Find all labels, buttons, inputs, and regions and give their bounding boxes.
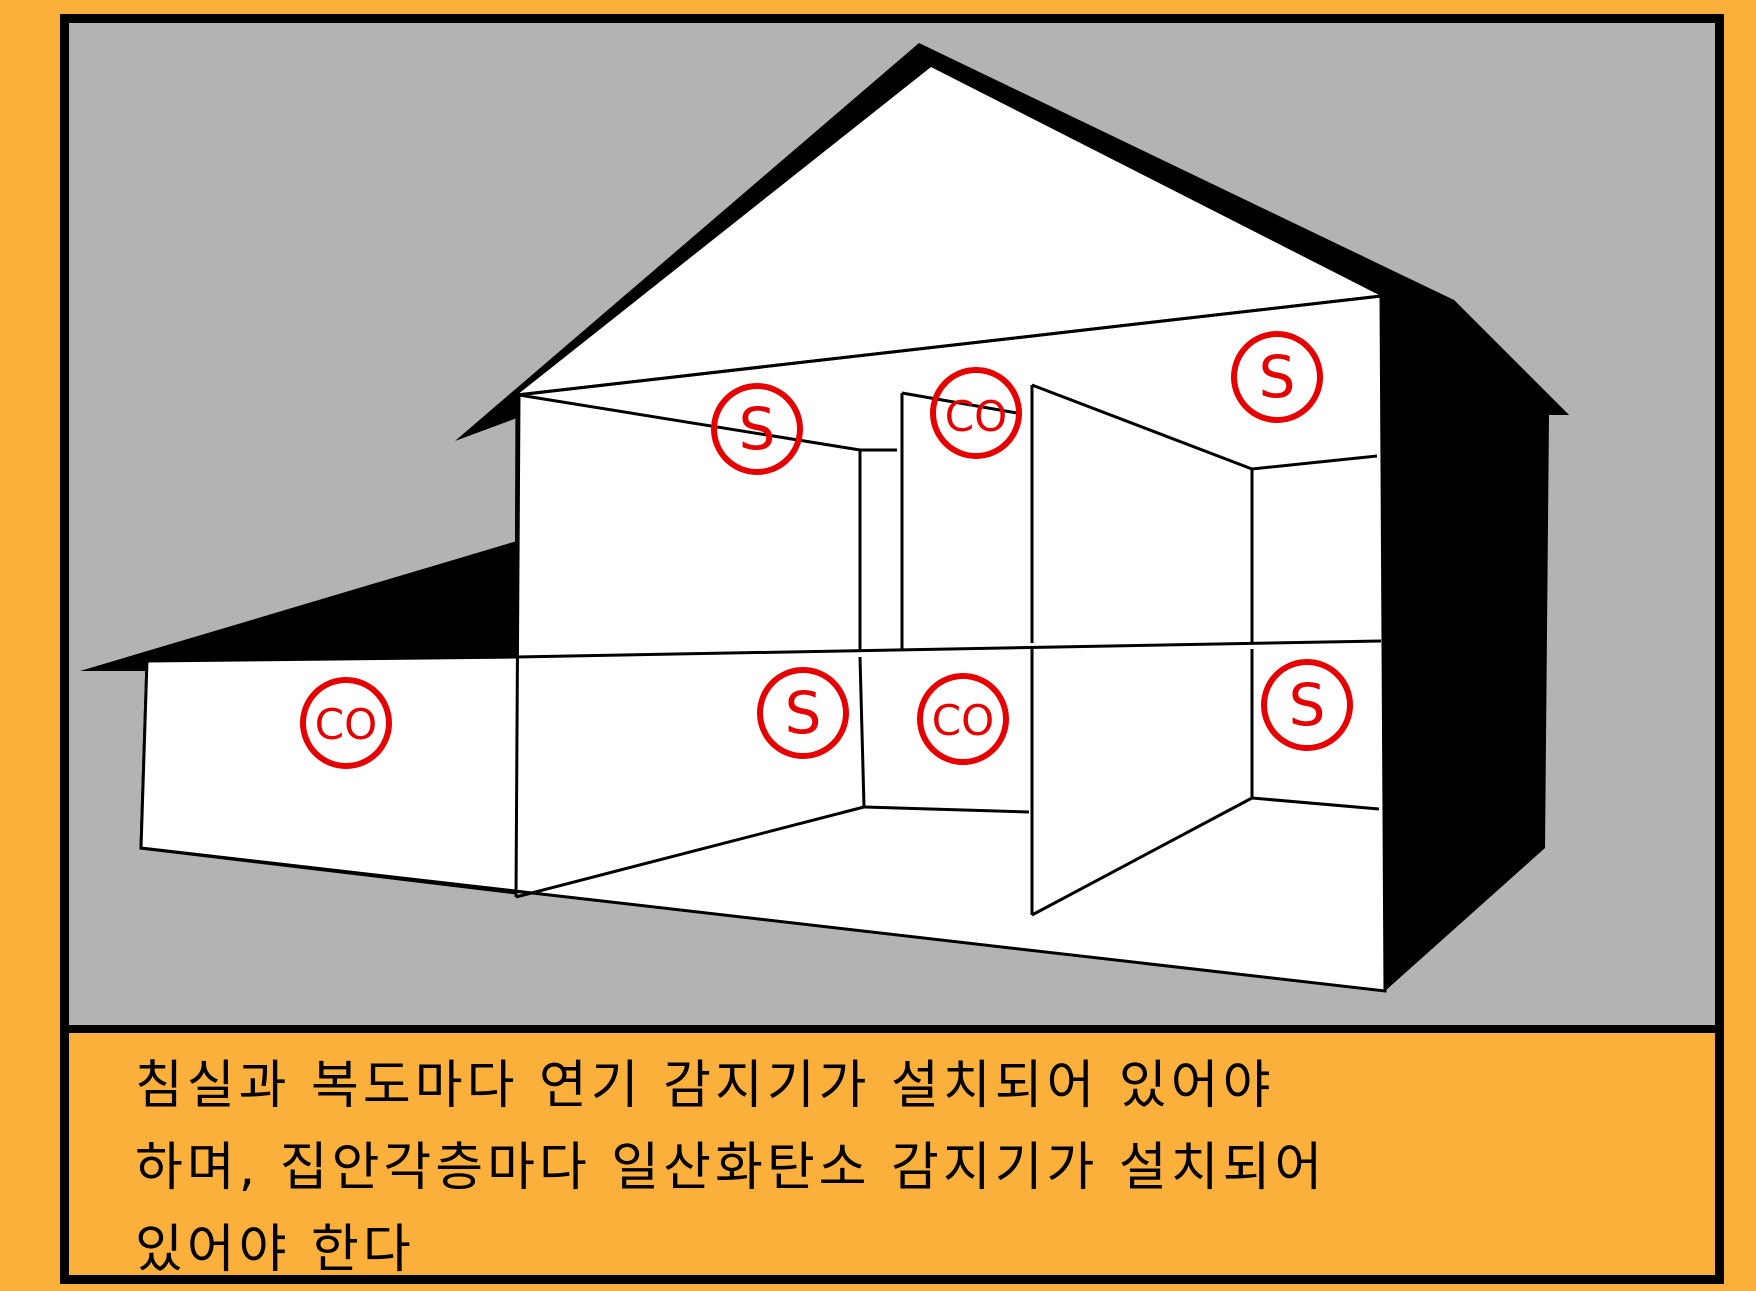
smoke-detector: S [757,667,849,759]
house-cutaway-scene: S CO S CO S CO [69,23,1715,1033]
smoke-detector: S [711,383,803,475]
lower-floor-mid [863,805,1030,814]
lower-wall-1 [858,656,866,808]
lower-floor-right [1031,796,1253,917]
caption-line-3: 있어야 한다 [135,1220,415,1280]
smoke-detector: S [1231,331,1323,423]
upper-ceiling-mid [901,391,1018,415]
co-detector: CO [300,677,392,769]
caption-text: 침실과 복도마다 연기 감지기가 설치되어 있어야 하며, 집안각층마다 일산화… [135,1045,1675,1291]
house-drawing: S CO S CO S CO [80,43,1569,993]
lower-floor-left [515,805,865,899]
right-side-wall [1381,286,1569,991]
svg-text:CO: CO [315,700,377,749]
svg-text:S: S [1289,671,1326,739]
attic-floor-line [516,294,1382,397]
co-detector: CO [930,367,1022,459]
illustration-frame: S CO S CO S CO [60,14,1724,1284]
svg-text:CO: CO [932,696,994,745]
floor-divider [515,639,1382,659]
svg-text:S: S [739,395,776,463]
svg-text:S: S [1259,343,1296,411]
caption-line-2: 하며, 집안각층마다 일산화탄소 감지기가 설치되어 [135,1138,1327,1198]
lower-floor-far [1251,796,1380,811]
smoke-detector: S [1261,659,1353,751]
svg-text:CO: CO [945,392,1007,441]
garage-roof-shadow [80,541,517,671]
co-detector: CO [917,673,1009,765]
upper-left-wall [514,394,521,898]
gable-attic [517,67,1381,395]
svg-text:S: S [785,679,822,747]
caption-line-1: 침실과 복도마다 연기 감지기가 설치되어 있어야 [135,1056,1275,1116]
